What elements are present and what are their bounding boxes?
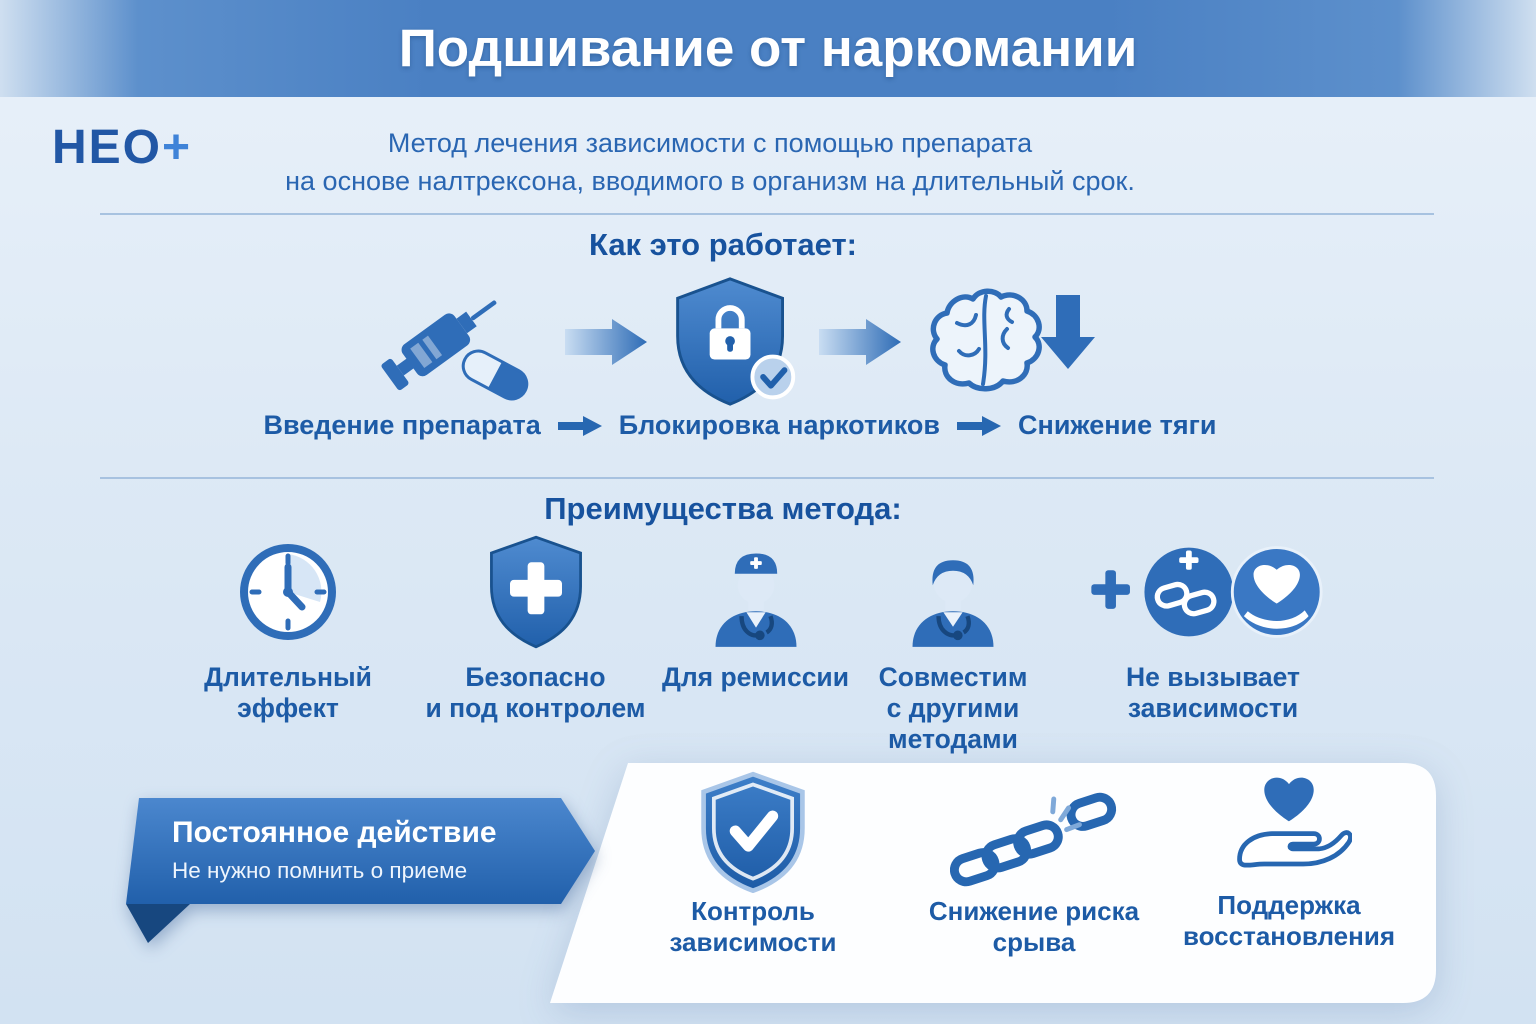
clinic-logo: НЕО+ [52,120,192,175]
intro-line-2: на основе налтрексона, вводимого в орган… [285,166,1135,196]
small-arrow-icon [956,413,1002,439]
step-label-injection: Введение препарата [263,410,541,440]
divider-top [100,213,1434,215]
advantage-item: Совместим с другими методами [858,534,1048,755]
how-it-works-labels-row: Введение препарата Блокировка наркотиков… [0,410,1508,441]
advantage-item: Длительный эффект [158,534,418,724]
intro-text: Метод лечения зависимости с помощью преп… [0,124,1478,200]
advantage-label: Безопасно и под контролем [425,662,646,723]
shield-lock-icon [665,274,801,410]
heart-in-hand-icon [1226,768,1352,884]
benefit-item: Контроль зависимости [622,771,884,958]
doctor-stethoscope-icon [900,537,1006,647]
advantage-item: Не вызывает зависимости [1048,534,1378,724]
syringe-pill-icon [369,279,547,405]
small-arrow-icon [557,413,603,439]
highlight-subtitle: Не нужно помнить о приеме [172,858,468,883]
highlight-title: Постоянное действие [172,816,497,849]
step-label-craving: Снижение тяги [1018,410,1217,440]
divider-middle [100,477,1434,479]
step-label-blocking: Блокировка наркотиков [618,410,941,440]
shield-cross-icon [484,533,588,651]
doctor-cap-icon [703,537,809,647]
logo-text: НЕО [52,121,163,174]
page-title: Подшивание от наркомании [398,19,1138,78]
advantage-label: Совместим с другими методами [878,662,1028,754]
plus-chain-heart-icon [1063,536,1363,648]
title-bar: Подшивание от наркомании [0,0,1536,97]
brain-arrow-down-icon [919,281,1107,403]
advantage-label: Не вызывает зависимости [1125,662,1300,723]
logo-plus-sign: + [162,121,193,174]
highlight-ribbon [126,798,595,943]
advantages-title: Преимущества метода: [544,491,902,526]
advantage-label: Для ремиссии [661,662,850,692]
advantage-item: Для ремиссии [653,534,858,693]
benefit-label: Снижение риска срыва [928,896,1140,957]
benefit-item: Поддержка восстановления [1168,772,1410,952]
shield-check-icon [698,771,808,893]
broken-chain-icon [950,790,1118,889]
clock-icon [236,540,340,644]
advantage-item: Безопасно и под контролем [418,534,653,724]
flow-arrow-icon [819,316,901,368]
benefit-label: Контроль зависимости [669,896,837,957]
advantages-row: Длительный эффект Безопасно и под контро… [0,534,1536,755]
advantage-label: Длительный эффект [204,662,372,723]
how-it-works-icons-row [0,274,1506,410]
benefit-label: Поддержка восстановления [1182,890,1395,951]
intro-line-1: Метод лечения зависимости с помощью преп… [387,128,1033,158]
flow-arrow-icon [565,316,647,368]
how-it-works-title: Как это работает: [589,227,857,262]
benefit-item: Снижение риска срыва [898,792,1170,958]
